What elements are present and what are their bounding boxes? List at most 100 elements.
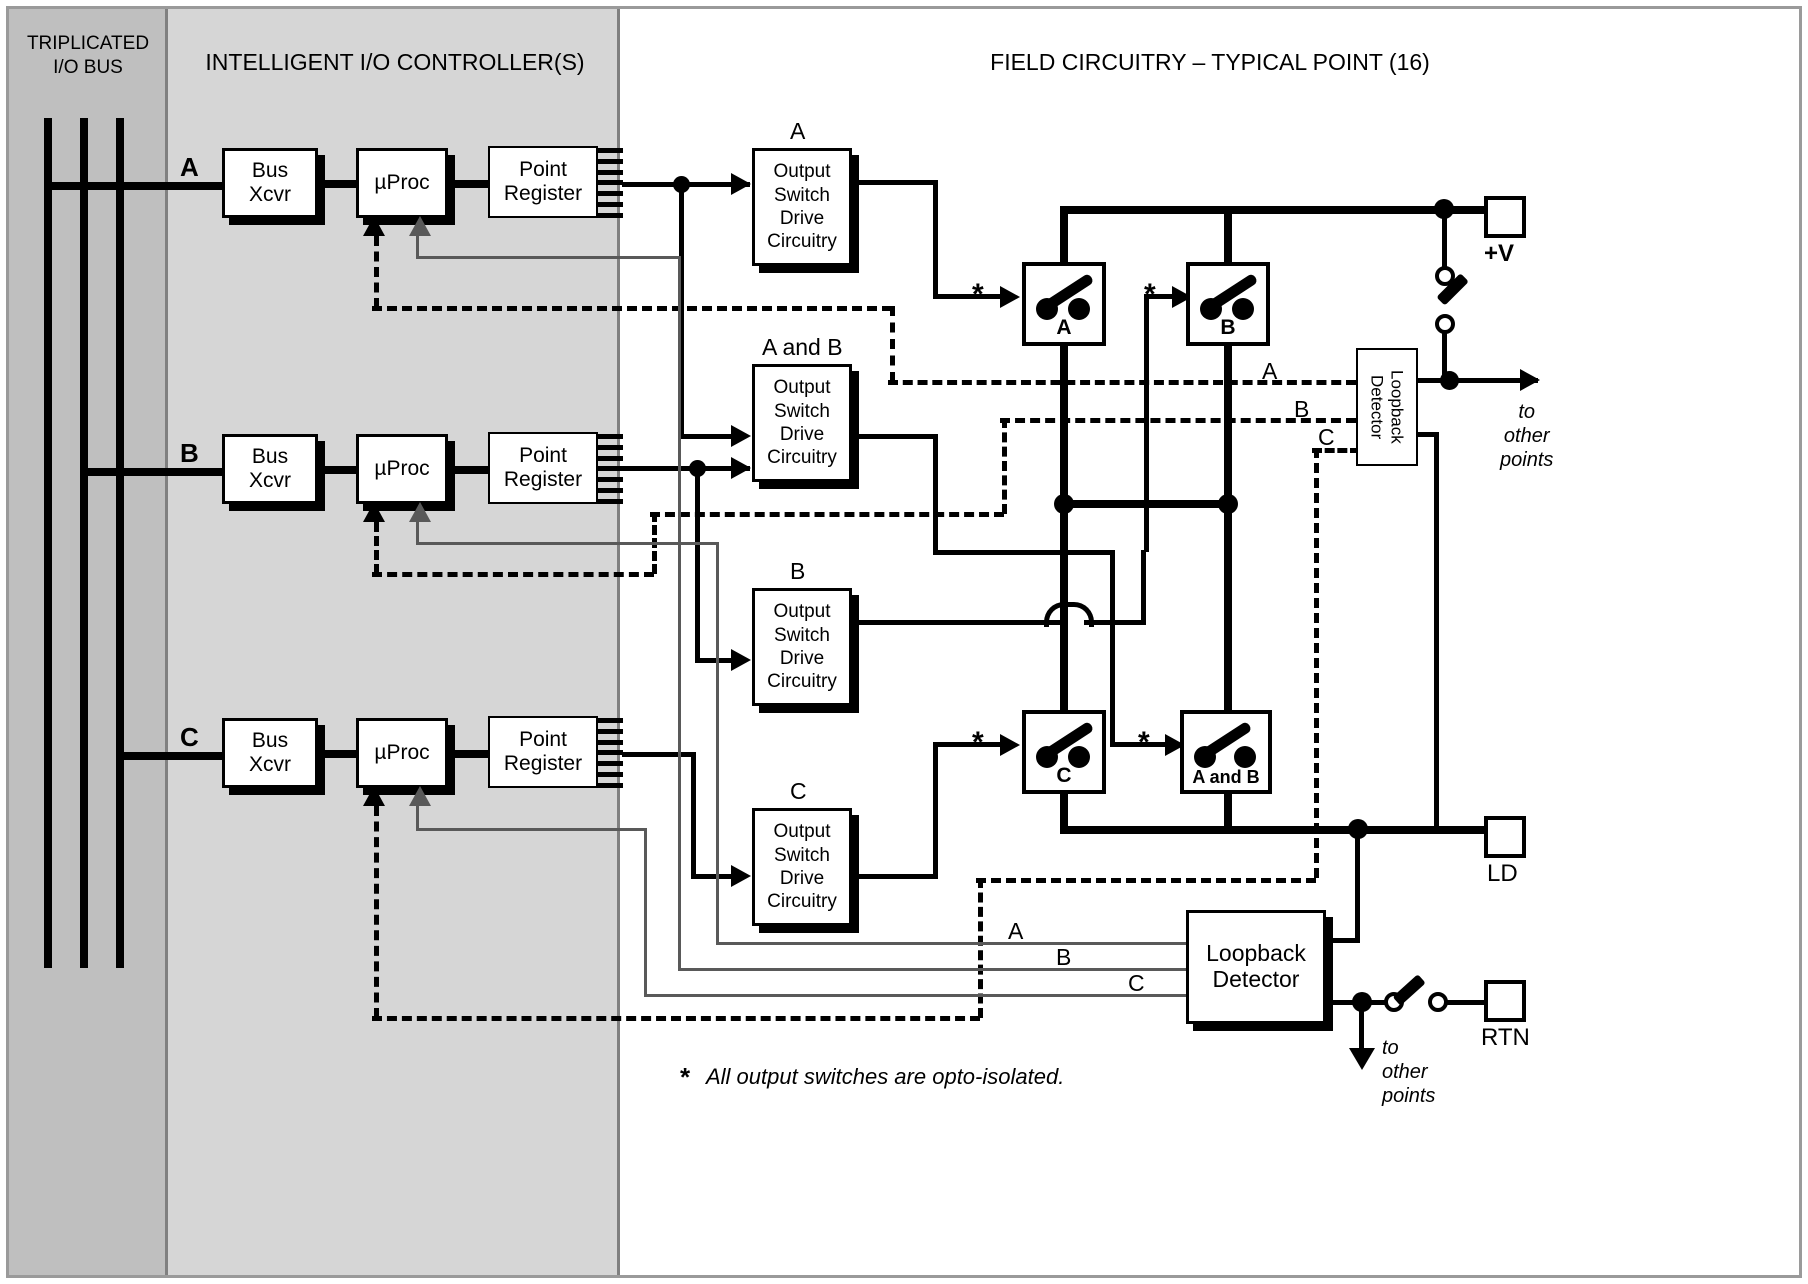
wire-swab-drive-v (1110, 628, 1115, 742)
tops-l-l2: other (1382, 1061, 1428, 1083)
point-register-b-ribbon (597, 434, 623, 504)
field-panel-title: FIELD CIRCUITRY – TYPICAL POINT (16) (990, 49, 1430, 75)
point-register-b[interactable]: Point Register (488, 432, 598, 504)
arrow-into-osdb-icon (731, 649, 751, 671)
output-switch-drive-b[interactable]: Output Switch Drive Circuitry (752, 588, 852, 706)
output-switch-drive-ab[interactable]: Output Switch Drive Circuitry (752, 364, 852, 482)
rail-to-switch-a (1060, 206, 1068, 266)
feedback-dash-a-to-uproc (372, 306, 892, 311)
feedback-label-a-lower: A (1008, 918, 1024, 944)
terminal-rtn-label: RTN (1481, 1024, 1530, 1051)
wire-swb-drive-v (1144, 294, 1149, 552)
junction-ld (1348, 819, 1368, 839)
point-register-c[interactable]: Point Register (488, 716, 598, 788)
output-switch-drive-c[interactable]: Output Switch Drive Circuitry (752, 808, 852, 926)
bus-xcvr-c[interactable]: Bus Xcvr (222, 718, 318, 788)
to-other-points-upper: to other points (1500, 400, 1553, 472)
feedback-label-c-upper: C (1318, 424, 1335, 450)
bus-title-line1: TRIPLICATED (26, 33, 150, 54)
wire-feedback-b-to-uproc-a (416, 256, 680, 259)
loopback-upper-l1: Loopback (1387, 370, 1407, 444)
arrow-into-osda-icon (731, 173, 751, 195)
terminal-ld[interactable] (1484, 816, 1526, 858)
feedback-dash-b-upper-v (1002, 418, 1007, 514)
wire-osdab-down (933, 434, 938, 554)
osd-b-l2: Switch (774, 624, 830, 646)
asterisk-switch-b: * (1144, 278, 1156, 311)
arrow-into-osdc-icon (731, 865, 751, 887)
osd-a-l4: Circuitry (767, 231, 837, 253)
junction-plus-v (1434, 199, 1454, 219)
feedback-dash-c-h (976, 878, 1316, 883)
bus-xcvr-b[interactable]: Bus Xcvr (222, 434, 318, 504)
wire-feedback-b-lower (678, 968, 1188, 971)
output-switch-ab[interactable]: A and B (1180, 710, 1272, 794)
feedback-dash-a-upper-v (890, 306, 895, 382)
wire-osdab-down2 (1110, 550, 1115, 628)
wire-knife-to-lbu (1442, 330, 1447, 380)
osd-c-l3: Drive (779, 868, 825, 889)
rail-to-switch-b (1224, 206, 1232, 266)
tops-u-l3: points (1500, 449, 1554, 471)
arrow-into-switch-a-icon (1000, 286, 1020, 308)
bus-title-line2: I/O BUS (53, 56, 123, 78)
junction-lbu-out (1440, 371, 1459, 390)
feedback-dash-b-to-uproc (650, 512, 1004, 517)
wire-swb-drive-h (1144, 294, 1186, 299)
loopback-detector-lower[interactable]: Loopback Detector (1186, 910, 1326, 1024)
wire-feedback-b-uproc-a-v (416, 224, 419, 258)
asterisk-switch-a: * (972, 278, 984, 311)
osd-ab-l1: Output (773, 377, 831, 399)
tops-u-l1: to (1518, 401, 1536, 423)
uproc-b[interactable]: µProc (356, 434, 448, 504)
bus-rail-2 (80, 118, 88, 968)
bus-xcvr-c-line1: Bus (251, 729, 289, 753)
arrow-to-other-points-lower-icon (1349, 1048, 1375, 1070)
wire-xcvr-uproc-a (316, 180, 360, 188)
wire-lbu-to-ld (1434, 432, 1439, 828)
osd-a-caption: A (790, 118, 806, 144)
point-register-a-line1: Point (519, 158, 567, 182)
wire-swb-down (1224, 344, 1232, 508)
uproc-c-feedback-arrow-icon (409, 786, 431, 806)
tops-u-l2: other (1503, 425, 1550, 447)
feedback-dash-a-upper (888, 380, 1356, 385)
wire-plusv-to-knife (1442, 218, 1447, 270)
wire-xcvr-uproc-b (316, 466, 360, 474)
feedback-dash-c-v (1314, 448, 1319, 878)
knife-contact-right-rtn-icon (1428, 992, 1448, 1012)
point-register-a[interactable]: Point Register (488, 146, 598, 218)
terminal-plus-v[interactable] (1484, 196, 1526, 238)
uproc-c[interactable]: µProc (356, 718, 448, 788)
output-switch-a[interactable]: A (1022, 262, 1106, 346)
feedback-dash-c-uproc-v (374, 806, 379, 1018)
wire-osdc-up (933, 742, 938, 878)
switch-a-terminal-icon (1068, 298, 1090, 320)
diagram-frame (6, 6, 1802, 1278)
bus-xcvr-a[interactable]: Bus Xcvr (222, 148, 318, 218)
uproc-a[interactable]: µProc (356, 148, 448, 218)
loopback-detector-upper[interactable]: Loopback Detector (1356, 348, 1418, 466)
junction-mid-right (1218, 494, 1238, 514)
output-switch-c[interactable]: C (1022, 710, 1106, 794)
wire-rtn-down (1359, 1000, 1364, 1054)
junction-prb (689, 460, 706, 477)
wire-swab-down (1224, 792, 1232, 830)
point-register-c-line1: Point (519, 728, 567, 752)
wire-feedback-c-lower (644, 994, 1188, 997)
terminal-rtn[interactable] (1484, 980, 1526, 1022)
junction-mid-left (1054, 494, 1074, 514)
wire-osda-out (850, 180, 938, 185)
point-register-b-line2: Register (503, 468, 583, 491)
wire-swc-down (1060, 792, 1068, 830)
switch-b-terminal-icon (1232, 298, 1254, 320)
feedback-dash-b-to-uproc2 (372, 572, 654, 577)
point-register-b-line1: Point (519, 444, 567, 468)
output-switch-b[interactable]: B (1186, 262, 1270, 346)
osd-ab-l3: Drive (779, 424, 825, 445)
wire-mid-to-swab (1224, 500, 1232, 712)
osd-ab-l2: Switch (774, 400, 830, 422)
output-switch-drive-a[interactable]: Output Switch Drive Circuitry (752, 148, 852, 266)
wire-rtn-terminal (1446, 1000, 1486, 1005)
wire-osdb-out2 (1084, 620, 1146, 625)
